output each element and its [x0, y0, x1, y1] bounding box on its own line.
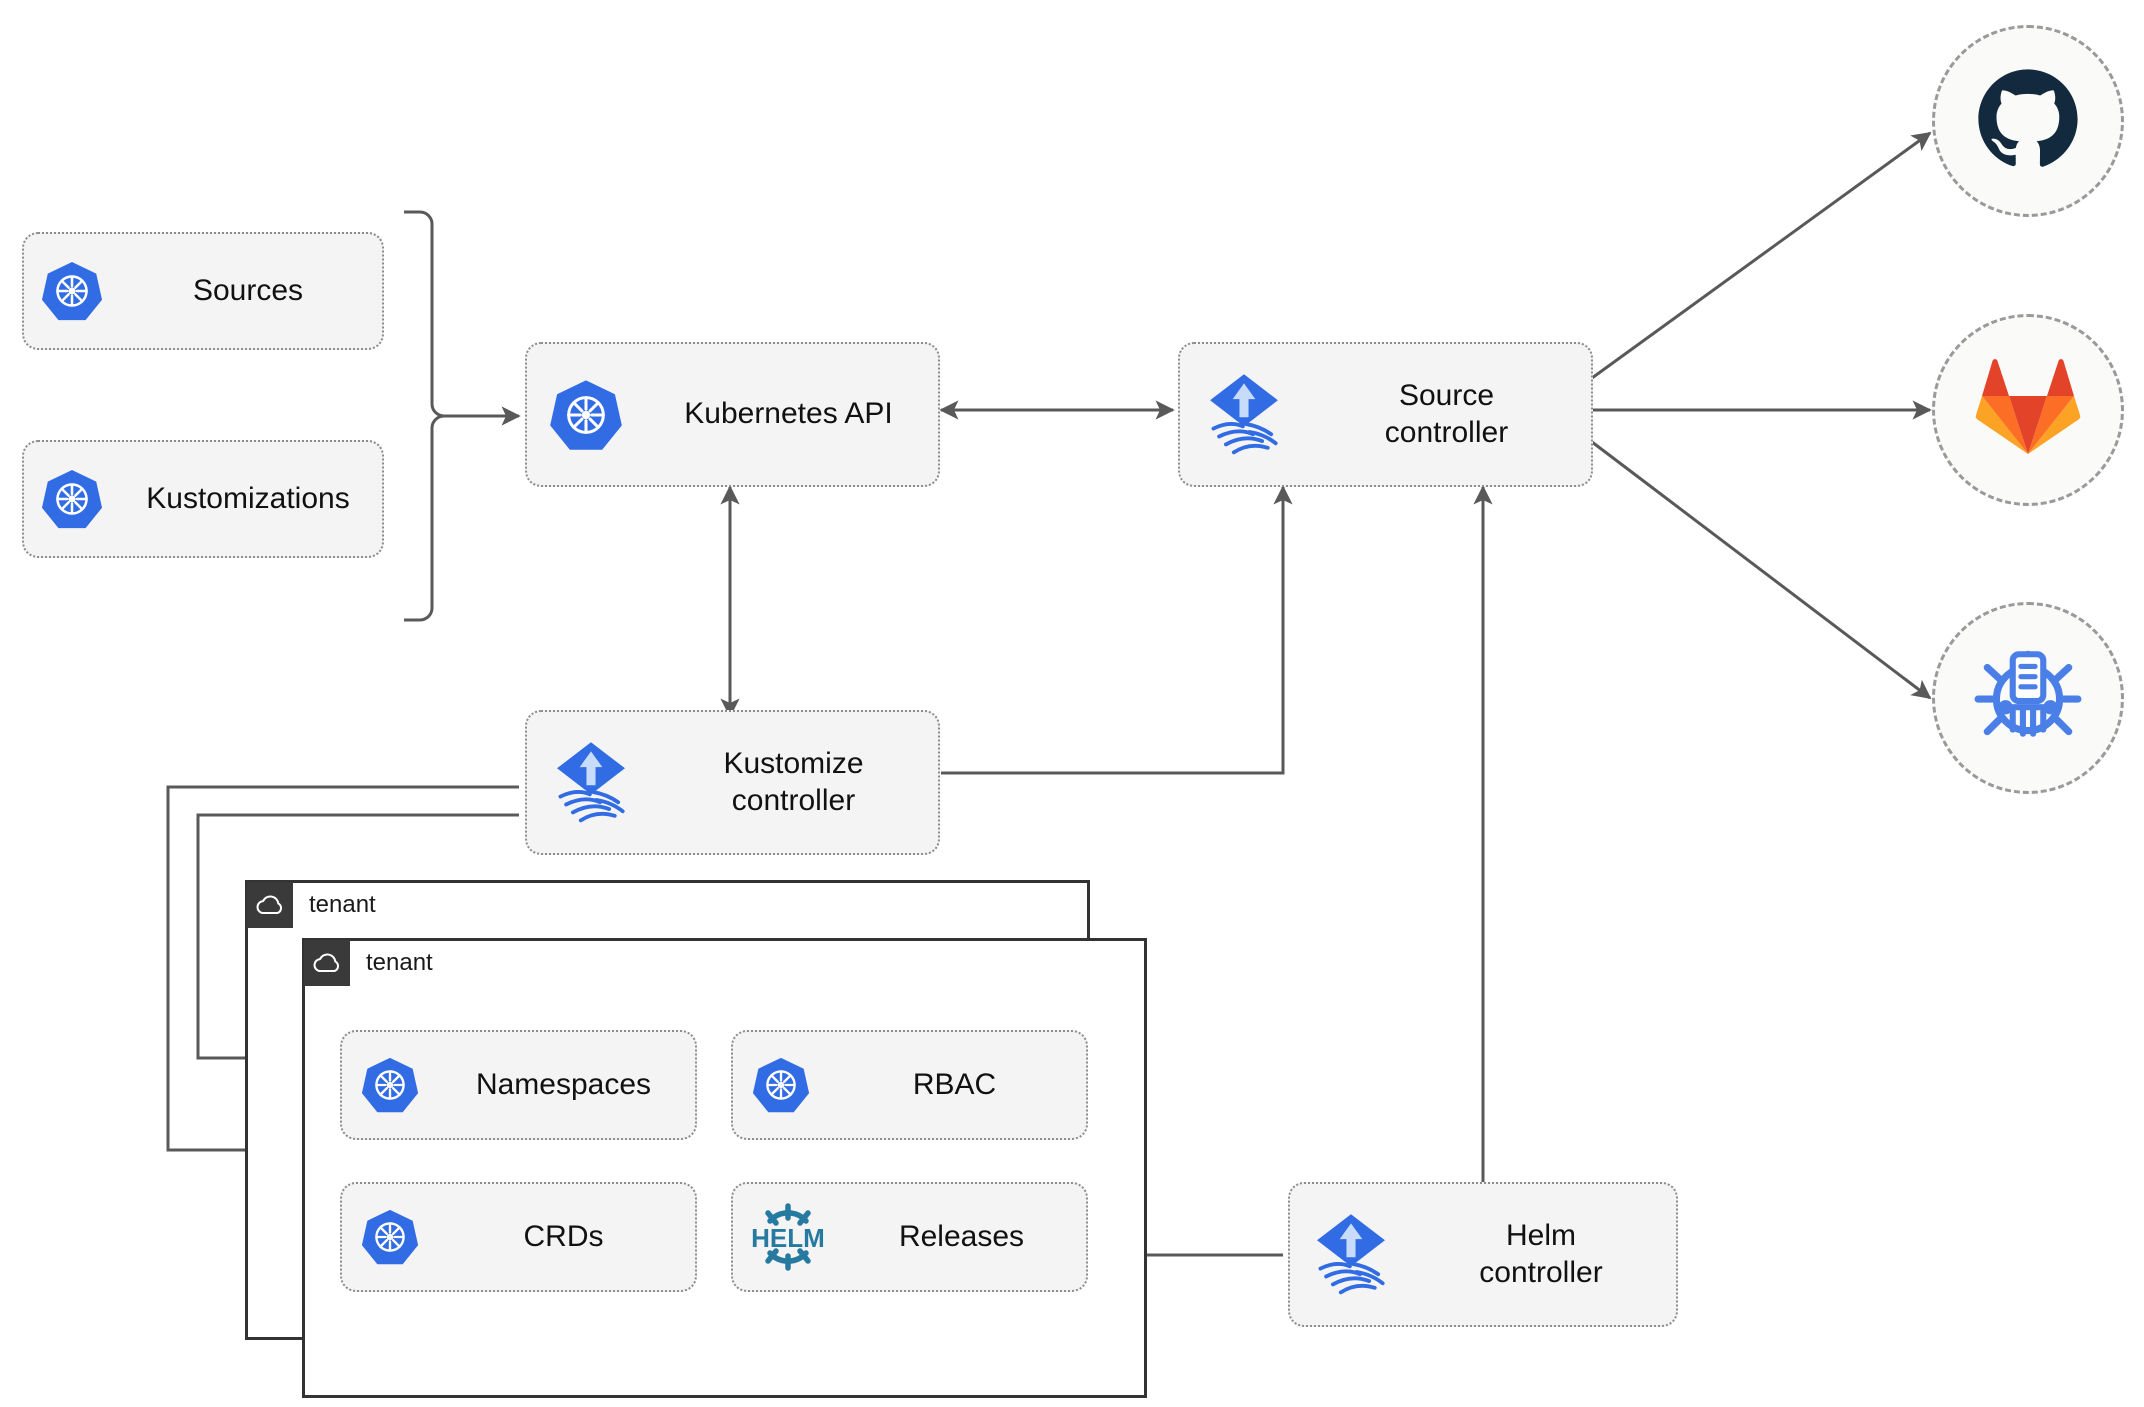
- kubernetes-icon: [342, 1056, 438, 1114]
- flux-icon: [527, 740, 655, 826]
- external-helm-repository[interactable]: [1932, 602, 2124, 794]
- external-github[interactable]: [1932, 25, 2124, 217]
- github-icon: [1974, 65, 2082, 178]
- helm-icon: HELM: [733, 1197, 843, 1277]
- tenant-label-2: tenant: [366, 949, 433, 976]
- node-kubernetes-api[interactable]: Kubernetes API: [525, 342, 940, 487]
- kubernetes-icon: [24, 260, 120, 322]
- node-kubernetes-api-label: Kubernetes API: [684, 397, 893, 431]
- node-crds-label: CRDs: [523, 1219, 604, 1253]
- node-kustomizations-label: Kustomizations: [146, 481, 350, 515]
- node-sources[interactable]: Sources: [22, 232, 384, 350]
- node-source-controller[interactable]: Source controller: [1178, 342, 1593, 487]
- node-source-controller-label: Source controller: [1384, 378, 1509, 449]
- node-rbac-label: RBAC: [912, 1067, 997, 1101]
- node-namespaces[interactable]: Namespaces: [340, 1030, 697, 1140]
- flux-icon: [1290, 1212, 1412, 1298]
- kubernetes-icon: [342, 1208, 438, 1266]
- node-crds[interactable]: CRDs: [340, 1182, 697, 1292]
- helm-repository-icon: [1972, 640, 2084, 757]
- cloud-icon: [247, 882, 293, 928]
- edge-source-controller-to-helm-repo: [1591, 440, 1932, 700]
- node-helm-controller[interactable]: Helm controller: [1288, 1182, 1678, 1327]
- kubernetes-icon: [24, 468, 120, 530]
- tenant-tab-1: tenant: [247, 882, 376, 928]
- svg-text:HELM: HELM: [751, 1223, 825, 1253]
- cloud-icon: [304, 940, 350, 986]
- node-kustomize-controller[interactable]: Kustomize controller: [525, 710, 940, 855]
- node-kustomizations[interactable]: Kustomizations: [22, 440, 384, 558]
- node-rbac[interactable]: RBAC: [731, 1030, 1088, 1140]
- flux-icon: [1180, 372, 1308, 458]
- kubernetes-icon: [733, 1056, 829, 1114]
- node-sources-label: Sources: [192, 273, 304, 307]
- tenant-tab-2: tenant: [304, 940, 433, 986]
- node-releases[interactable]: HELM Releases: [731, 1182, 1088, 1292]
- tenant-container-2[interactable]: tenant: [302, 938, 1147, 1398]
- edge-source-controller-to-github: [1591, 131, 1932, 380]
- node-kustomize-controller-label: Kustomize controller: [723, 746, 864, 817]
- tenant-label-1: tenant: [309, 891, 376, 918]
- node-namespaces-label: Namespaces: [475, 1067, 652, 1101]
- node-releases-label: Releases: [898, 1219, 1025, 1253]
- gitlab-icon: [1975, 358, 2081, 463]
- external-gitlab[interactable]: [1932, 314, 2124, 506]
- node-helm-controller-label: Helm controller: [1479, 1218, 1603, 1289]
- bracket-connector: [404, 210, 445, 622]
- edge-kustomize-to-source-controller: [941, 485, 1293, 775]
- kubernetes-icon: [527, 378, 645, 452]
